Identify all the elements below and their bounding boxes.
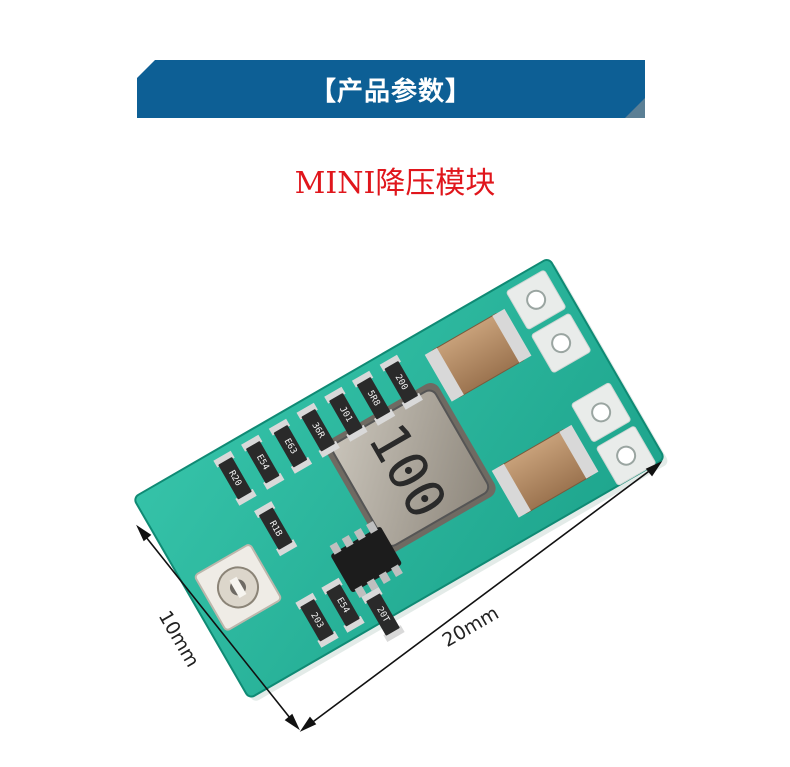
product-title: MINI降压模块 bbox=[294, 166, 496, 201]
banner-shape bbox=[137, 60, 645, 118]
banner-title: 【产品参数】 bbox=[309, 76, 472, 107]
smd-part: E63 bbox=[268, 418, 313, 474]
section-banner: 【产品参数】 bbox=[137, 60, 645, 118]
smd-part: 203 bbox=[295, 592, 339, 648]
smd-part: R20 bbox=[213, 450, 257, 506]
smd-part: 36R bbox=[296, 402, 340, 458]
smd-part: J01 bbox=[324, 386, 368, 442]
smd-part: 5R8 bbox=[351, 370, 396, 426]
smd-part: 200 bbox=[379, 354, 423, 410]
smd-part: E54 bbox=[241, 434, 285, 490]
smd-part: R1B bbox=[254, 501, 298, 557]
smd-part: E54 bbox=[321, 577, 365, 633]
smd-part: 20T bbox=[361, 587, 405, 643]
